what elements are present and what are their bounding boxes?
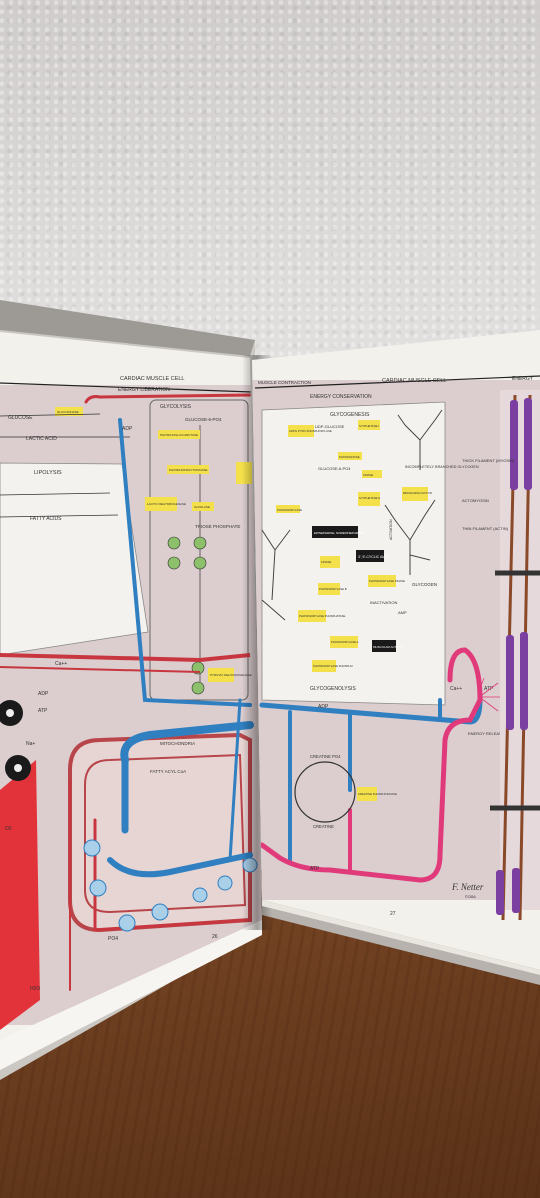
right-page-bottom-edge [262, 900, 540, 975]
svg-text:FATTY ACYL CoA: FATTY ACYL CoA [150, 769, 186, 774]
svg-text:EPINEPHRINE, NOREPINEPHRINE: EPINEPHRINE, NOREPINEPHRINE [314, 531, 363, 535]
svg-text:Ca++: Ca++ [55, 661, 67, 667]
enzyme-tag: PHOSPHORYLASE PHOSPHATASE [299, 614, 345, 618]
svg-text:MITOCHONDRIA: MITOCHONDRIA [160, 741, 195, 746]
enzyme-tag: PHOSPHORYLASE [277, 508, 302, 512]
svg-text:CREATINE: CREATINE [313, 824, 334, 829]
svg-text:ADP: ADP [318, 704, 329, 710]
myofibril-diagram [490, 390, 540, 921]
left-header-title: CARDIAC MUSCLE CELL [120, 376, 185, 382]
svg-text:INCOMPLETELY BRANCHED GLYCOGEN: INCOMPLETELY BRANCHED GLYCOGEN [405, 465, 479, 469]
enzyme-tag: KINASE [321, 560, 331, 564]
lipolysis-panel [0, 462, 149, 656]
enzyme-tag: PHOSPHORYLASE KINASE [369, 579, 405, 583]
right-header-right: ENERGY [512, 376, 534, 382]
svg-text:GLYCOGENESIS: GLYCOGENESIS [330, 412, 370, 418]
label-lactic-acid: LACTIC ACID [26, 436, 57, 442]
right-header-left: MUSCLE CONTRACTION [258, 380, 311, 385]
enzyme-tag: PHOSPHOFRUCTOKINASE [169, 468, 207, 472]
enzyme-tag: PHOSPHORYLASE PHOSPHO [313, 664, 354, 668]
pink-atp-pathway [259, 647, 483, 883]
enzyme-tag: LACTIC DEHYDROGENASE [147, 502, 186, 506]
right-page-number: 27 [390, 911, 396, 917]
glycogen-branches [261, 409, 443, 621]
right-page-illustration: MUSCLE CONTRACTION CARDIAC MUSCLE CELL E… [252, 375, 540, 921]
enzyme-tag: CREATINE PHOSPHOKINASE [358, 792, 397, 796]
svg-text:ATP: ATP [310, 866, 320, 872]
left-subheader: ENERGY LIBERATION [118, 387, 170, 393]
mitochondrion [68, 732, 252, 933]
svg-text:O2: O2 [5, 826, 12, 832]
svg-text:Na+: Na+ [26, 741, 35, 747]
energy-rays [477, 677, 500, 712]
right-header-title: CARDIAC MUSCLE CELL [382, 378, 447, 384]
page-edges [0, 300, 255, 356]
svg-text:GLUCOSE-6-PO4: GLUCOSE-6-PO4 [318, 466, 351, 471]
svg-text:THICK FILAMENT (MYOSIN): THICK FILAMENT (MYOSIN) [462, 458, 515, 463]
svg-text:AMP: AMP [398, 610, 407, 615]
dpn-nodes [167, 536, 207, 695]
label-glucose: GLUCOSE [8, 415, 33, 421]
svg-text:PO4: PO4 [108, 936, 118, 942]
enzyme-tag: GLUCOKINASE [57, 410, 79, 414]
label-lipolysis: LIPOLYSIS [34, 470, 62, 476]
right-subheader: ENERGY CONSERVATION [310, 394, 372, 400]
enzyme-tag: SYNTHETASE D [359, 496, 380, 500]
svg-text:UDP-GLUCOSE: UDP-GLUCOSE [315, 424, 345, 429]
label-glucose-6-po4: GLUCOSE-6-PO4 [185, 417, 222, 422]
svg-text:ATP: ATP [484, 686, 494, 692]
svg-text:ENERGY RELEASED: ENERGY RELEASED [468, 731, 507, 736]
enzyme-tag: ALDOLASE [194, 505, 210, 509]
label-glycolysis: GLYCOLYSIS [160, 404, 192, 410]
svg-text:GLYCOGENOLYSIS: GLYCOGENOLYSIS [310, 686, 356, 692]
enzyme-tag: PYRUVIC DEHYDROGENASE [210, 673, 252, 677]
red-membrane [0, 760, 40, 1030]
muscular-activity-label [372, 640, 396, 652]
red-atp-pathway [69, 393, 252, 991]
enzyme-tag: PHOSPHOGLUCOMUTASE [160, 433, 198, 437]
svg-text:GLYCOGEN: GLYCOGEN [412, 582, 437, 587]
enzyme-tag: PHOSPHORYLASE B [319, 587, 347, 591]
svg-text:THIN FILAMENT (ACTIN): THIN FILAMENT (ACTIN) [462, 526, 509, 531]
enzyme-tag: BRANCHING FACTOR [403, 491, 432, 495]
right-enzyme-tags: UDPG PYRO-PHOSPHORYLASE SYNTHETASE I PHO… [276, 420, 432, 801]
enzyme-tag: PHOSPHATASE [339, 455, 360, 459]
blue-adp-pathway [107, 418, 254, 878]
svg-text:ADP: ADP [38, 691, 49, 697]
enzyme-tag: UDPG PYRO-PHOSPHORYLASE [289, 429, 332, 433]
cyclic-amp-label [356, 550, 384, 562]
label-fatty-acids: FATTY ACIDS [30, 516, 62, 522]
left-page-illustration: CARDIAC MUSCLE CELL ENERGY LIBERATION LI… [0, 376, 262, 1030]
left-enzyme-tags: GLUCOKINASE PHOSPHOGLUCOMUTASE PHOSPHOFR… [55, 407, 252, 682]
enzyme-tag: PHOSPHORYLASE A [331, 640, 359, 644]
svg-text:ATP: ATP [38, 708, 48, 714]
enzyme-tag: KINASE [363, 473, 373, 477]
artist-signature: F. Netter [451, 882, 484, 892]
svg-text:ACTOMYOSIN: ACTOMYOSIN [462, 498, 489, 503]
svg-text:CREATINE PO4: CREATINE PO4 [310, 754, 341, 759]
svg-text:3', 5'-CYCLIC AMP: 3', 5'-CYCLIC AMP [358, 555, 388, 559]
svg-text:MUSCULAR ACTIVITY: MUSCULAR ACTIVITY [373, 645, 404, 649]
svg-text:Ca++: Ca++ [450, 686, 462, 692]
enzyme-tag: SYNTHETASE I [359, 424, 379, 428]
glycogen-panel [261, 401, 446, 706]
label-triose-phosphate: TRIOSE PHOSPHATE [195, 524, 240, 529]
left-page-bottom-edge [0, 920, 262, 1070]
left-page-number: 26 [212, 934, 218, 940]
svg-text:ADP: ADP [122, 426, 133, 432]
svg-text:©CIBA: ©CIBA [465, 895, 476, 899]
svg-text:INACTIVATION: INACTIVATION [370, 600, 398, 605]
textured-wall [0, 0, 540, 360]
svg-text:ACTIVATION: ACTIVATION [389, 519, 393, 540]
epinephrine-label [312, 526, 358, 538]
creatine-cycle [294, 761, 356, 823]
svg-text:H2O: H2O [30, 986, 40, 992]
